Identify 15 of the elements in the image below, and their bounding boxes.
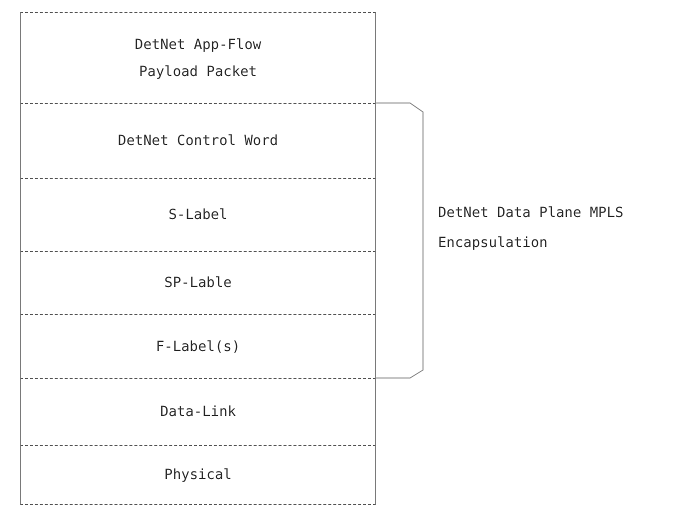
layer-name: SP-Lable: [163, 274, 233, 293]
bracket-label: DetNet Data Plane MPLS Encapsulation: [438, 204, 624, 253]
layer-name: Physical: [163, 466, 233, 484]
layer-box: [20, 314, 376, 379]
layer-box: [20, 445, 376, 505]
layer-box: [20, 103, 376, 179]
layer-name: S-Label: [167, 206, 228, 225]
layer-box: [20, 378, 376, 446]
layer-box: [20, 251, 376, 315]
layer-name: DetNet Control Word: [116, 132, 280, 151]
layer-name: F-Label(s): [154, 338, 242, 356]
layer-name: Data-Link: [159, 403, 237, 422]
layer-name: DetNet App-Flow Payload Packet: [134, 36, 262, 82]
layer-box: [20, 12, 376, 104]
layer-box: [20, 178, 376, 252]
